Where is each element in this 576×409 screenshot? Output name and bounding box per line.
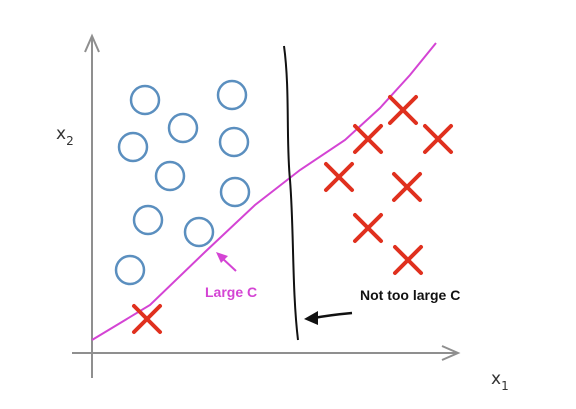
circle-marker	[216, 79, 248, 111]
large-c-arrowhead	[216, 252, 228, 263]
circle-marker	[129, 84, 161, 116]
circle-marker	[154, 160, 186, 192]
circle-marker	[132, 204, 164, 236]
not-too-large-c-arrow	[313, 311, 353, 320]
x-axis-arrowhead	[441, 345, 461, 361]
circle-marker	[219, 176, 251, 208]
not-too-large-c-label: Not too large C	[360, 287, 460, 303]
large-c-annotation: Large C	[205, 252, 257, 300]
circle-marker	[167, 112, 199, 144]
cross-marker	[423, 124, 453, 154]
cross-marker	[324, 162, 354, 192]
circle-markers	[114, 79, 251, 286]
cross-markers	[132, 95, 453, 334]
large-c-label: Large C	[205, 284, 257, 300]
y-axis-arrowhead	[84, 33, 100, 53]
x-axis-label: x1	[491, 369, 509, 393]
circle-marker	[218, 126, 250, 158]
axes	[72, 33, 461, 378]
not-too-large-c-arrowhead	[304, 311, 318, 325]
not-too-large-c-annotation: Not too large C	[304, 287, 460, 325]
cross-marker	[353, 124, 383, 154]
cross-marker	[388, 95, 418, 125]
cross-marker	[393, 245, 423, 275]
circle-marker	[183, 216, 215, 248]
cross-marker	[132, 304, 162, 334]
large-c-arrow	[221, 257, 237, 272]
circle-marker	[117, 131, 149, 163]
not-too-large-c-boundary	[283, 45, 299, 341]
y-axis-label: x2	[56, 124, 74, 148]
large-c-boundary	[91, 42, 437, 341]
cross-marker	[353, 213, 383, 243]
cross-marker	[392, 172, 422, 202]
circle-marker	[114, 254, 146, 286]
